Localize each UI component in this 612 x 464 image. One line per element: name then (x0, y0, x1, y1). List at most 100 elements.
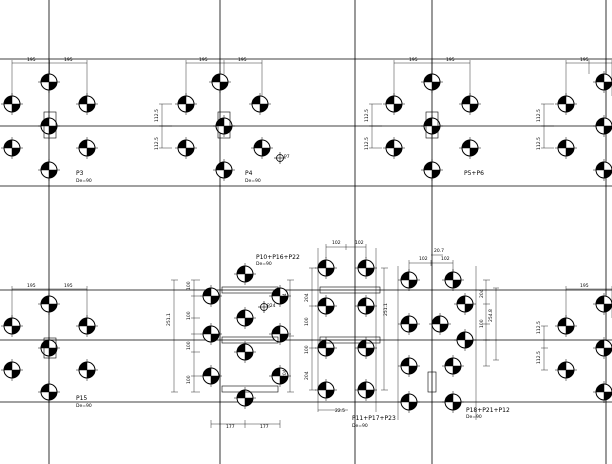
pile-symbol (454, 329, 476, 351)
pile-symbol (38, 115, 60, 137)
pile-symbol (383, 93, 405, 115)
pile-symbol (398, 355, 420, 377)
dim-112-5: 112.5 (364, 137, 370, 150)
pile-symbol (315, 257, 337, 279)
pile-symbol (315, 379, 337, 401)
pile-symbol (1, 359, 23, 381)
dim-177: 177 (226, 424, 235, 430)
dim-102: 102 (355, 240, 364, 246)
pile-symbol (38, 159, 60, 181)
pile-symbol (355, 257, 377, 279)
pile-symbol (398, 269, 420, 291)
pile-symbol (38, 71, 60, 93)
dim-195: 195 (27, 283, 36, 289)
dim-22-5: 22.5 (335, 408, 345, 414)
dim-195: 195 (27, 57, 36, 63)
dim-112-5: 112.5 (364, 109, 370, 122)
pile-symbol (213, 115, 235, 137)
dim-195: 195 (64, 57, 73, 63)
dim-195: 195 (64, 283, 73, 289)
pile-symbol (1, 93, 23, 115)
pile-symbol (429, 313, 451, 335)
dim-112-5: 112.5 (536, 109, 542, 122)
dimension-texts: 195 195 195 195 195 195 195 195 195 195 … (27, 57, 589, 430)
pile-symbol (200, 285, 222, 307)
pile-symbol (355, 295, 377, 317)
label-p5-p6: P5+P6 (464, 170, 484, 177)
pile-caps (43, 111, 439, 393)
dim-204: 204 (282, 293, 288, 302)
dim-204: 204 (479, 289, 485, 298)
pile-symbol (38, 381, 60, 403)
pile-symbol (355, 379, 377, 401)
pile-symbol (421, 71, 443, 93)
pile-symbol (383, 137, 405, 159)
pile-symbol (76, 359, 98, 381)
pile-symbol (593, 293, 612, 315)
pile-symbol (38, 337, 60, 359)
pile-symbol (459, 137, 481, 159)
pile-symbol (555, 315, 577, 337)
dim-100: 100 (304, 345, 310, 354)
dim-112-5: 112.5 (536, 321, 542, 334)
pile-symbol (593, 159, 612, 181)
dim-177: 177 (260, 424, 269, 430)
pile-symbol (76, 93, 98, 115)
dim-195: 195 (409, 57, 418, 63)
dim-102: 102 (332, 240, 341, 246)
label-p4: P4 (245, 170, 253, 177)
pile-symbol (76, 137, 98, 159)
dim-251-1: 251.1 (166, 313, 172, 326)
label-p15-sub: De=90 (76, 403, 92, 409)
dim-251-1: 251.1 (383, 303, 389, 316)
pile-symbol (593, 71, 612, 93)
dim-112-5: 112.5 (536, 137, 542, 150)
dim-100: 100 (186, 375, 192, 384)
pile-symbol (38, 293, 60, 315)
dimension-lines (11, 60, 612, 428)
pile-symbol (1, 315, 23, 337)
pile-symbol (249, 93, 271, 115)
pile-symbol (234, 341, 256, 363)
pile-symbol (555, 359, 577, 381)
dim-112-5: 112.5 (536, 351, 542, 364)
label-p3: P3 (76, 170, 84, 177)
dim-100: 100 (479, 319, 485, 328)
pile-symbol (421, 115, 443, 137)
dim-20-7: 20.7 (434, 248, 444, 254)
pile-symbol (209, 71, 231, 93)
label-p15: P15 (76, 395, 87, 402)
pile-symbol (454, 293, 476, 315)
pile-symbol (555, 93, 577, 115)
dim-204: 204 (282, 369, 288, 378)
label-p10-p16-p22: P10+P16+P22 (256, 254, 300, 261)
label-p11-p17-p23-sub: De=90 (352, 423, 368, 429)
pile-symbol (200, 365, 222, 387)
pile-symbol (442, 269, 464, 291)
pile-symbol (269, 285, 291, 307)
label-p18-p21-p12: P18+P21+P12 (466, 407, 510, 414)
pile-symbol (442, 355, 464, 377)
pile-symbol (555, 137, 577, 159)
pile-symbol (200, 323, 222, 345)
dim-204: 204 (304, 371, 310, 380)
pile-symbol (315, 295, 337, 317)
pile-symbol (593, 337, 612, 359)
label-p11-p17-p23: P11+P17+P23 (352, 415, 396, 422)
label-p18-p21-p12-sub: De=90 (466, 414, 482, 420)
dim-195: 195 (199, 57, 208, 63)
pile-symbol (398, 313, 420, 335)
dim-195: 195 (446, 57, 455, 63)
dim-102: 102 (441, 256, 450, 262)
dim-195: 195 (238, 57, 247, 63)
dim-112-5: 112.5 (154, 109, 160, 122)
pile-group-labels: P3 De=90 P4 De=90 P5+P6 P15 De=90 P10+P1… (76, 170, 510, 429)
pile-symbol (315, 337, 337, 359)
pile-symbol (269, 323, 291, 345)
pile-symbols (1, 71, 612, 413)
pile-symbol (269, 365, 291, 387)
dim-100: 100 (304, 317, 310, 326)
dim-195: 195 (580, 57, 589, 63)
